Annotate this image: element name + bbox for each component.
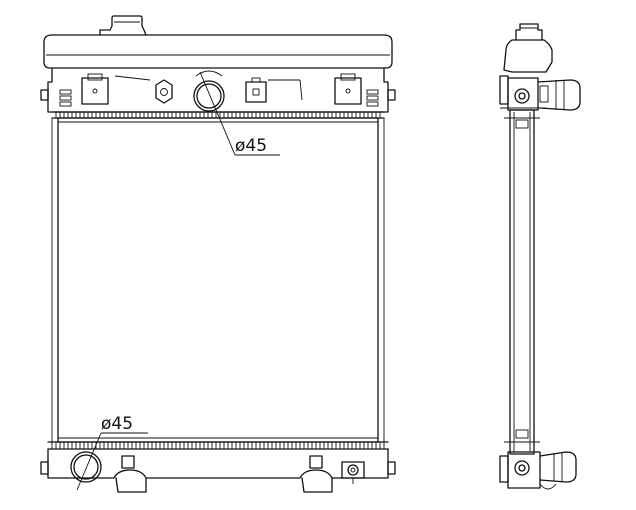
upper-inlet-pipe (193, 70, 225, 112)
expansion-tank (43, 15, 393, 69)
lower-crimp-teeth (47, 441, 389, 450)
lower-outlet-pipe (70, 451, 102, 483)
dimension-upper-inlet: ø45 (199, 71, 280, 156)
upper-header-tank (47, 67, 389, 113)
lower-header-tank (47, 448, 389, 493)
dimension-label-lower: ø45 (101, 414, 133, 434)
side-view (499, 23, 581, 490)
front-view: ø45 ø45 (40, 15, 396, 493)
radiator-core (51, 117, 385, 443)
side-clips (40, 89, 396, 475)
dimension-label-upper: ø45 (235, 136, 267, 156)
dimension-lower-outlet: ø45 (76, 414, 148, 491)
